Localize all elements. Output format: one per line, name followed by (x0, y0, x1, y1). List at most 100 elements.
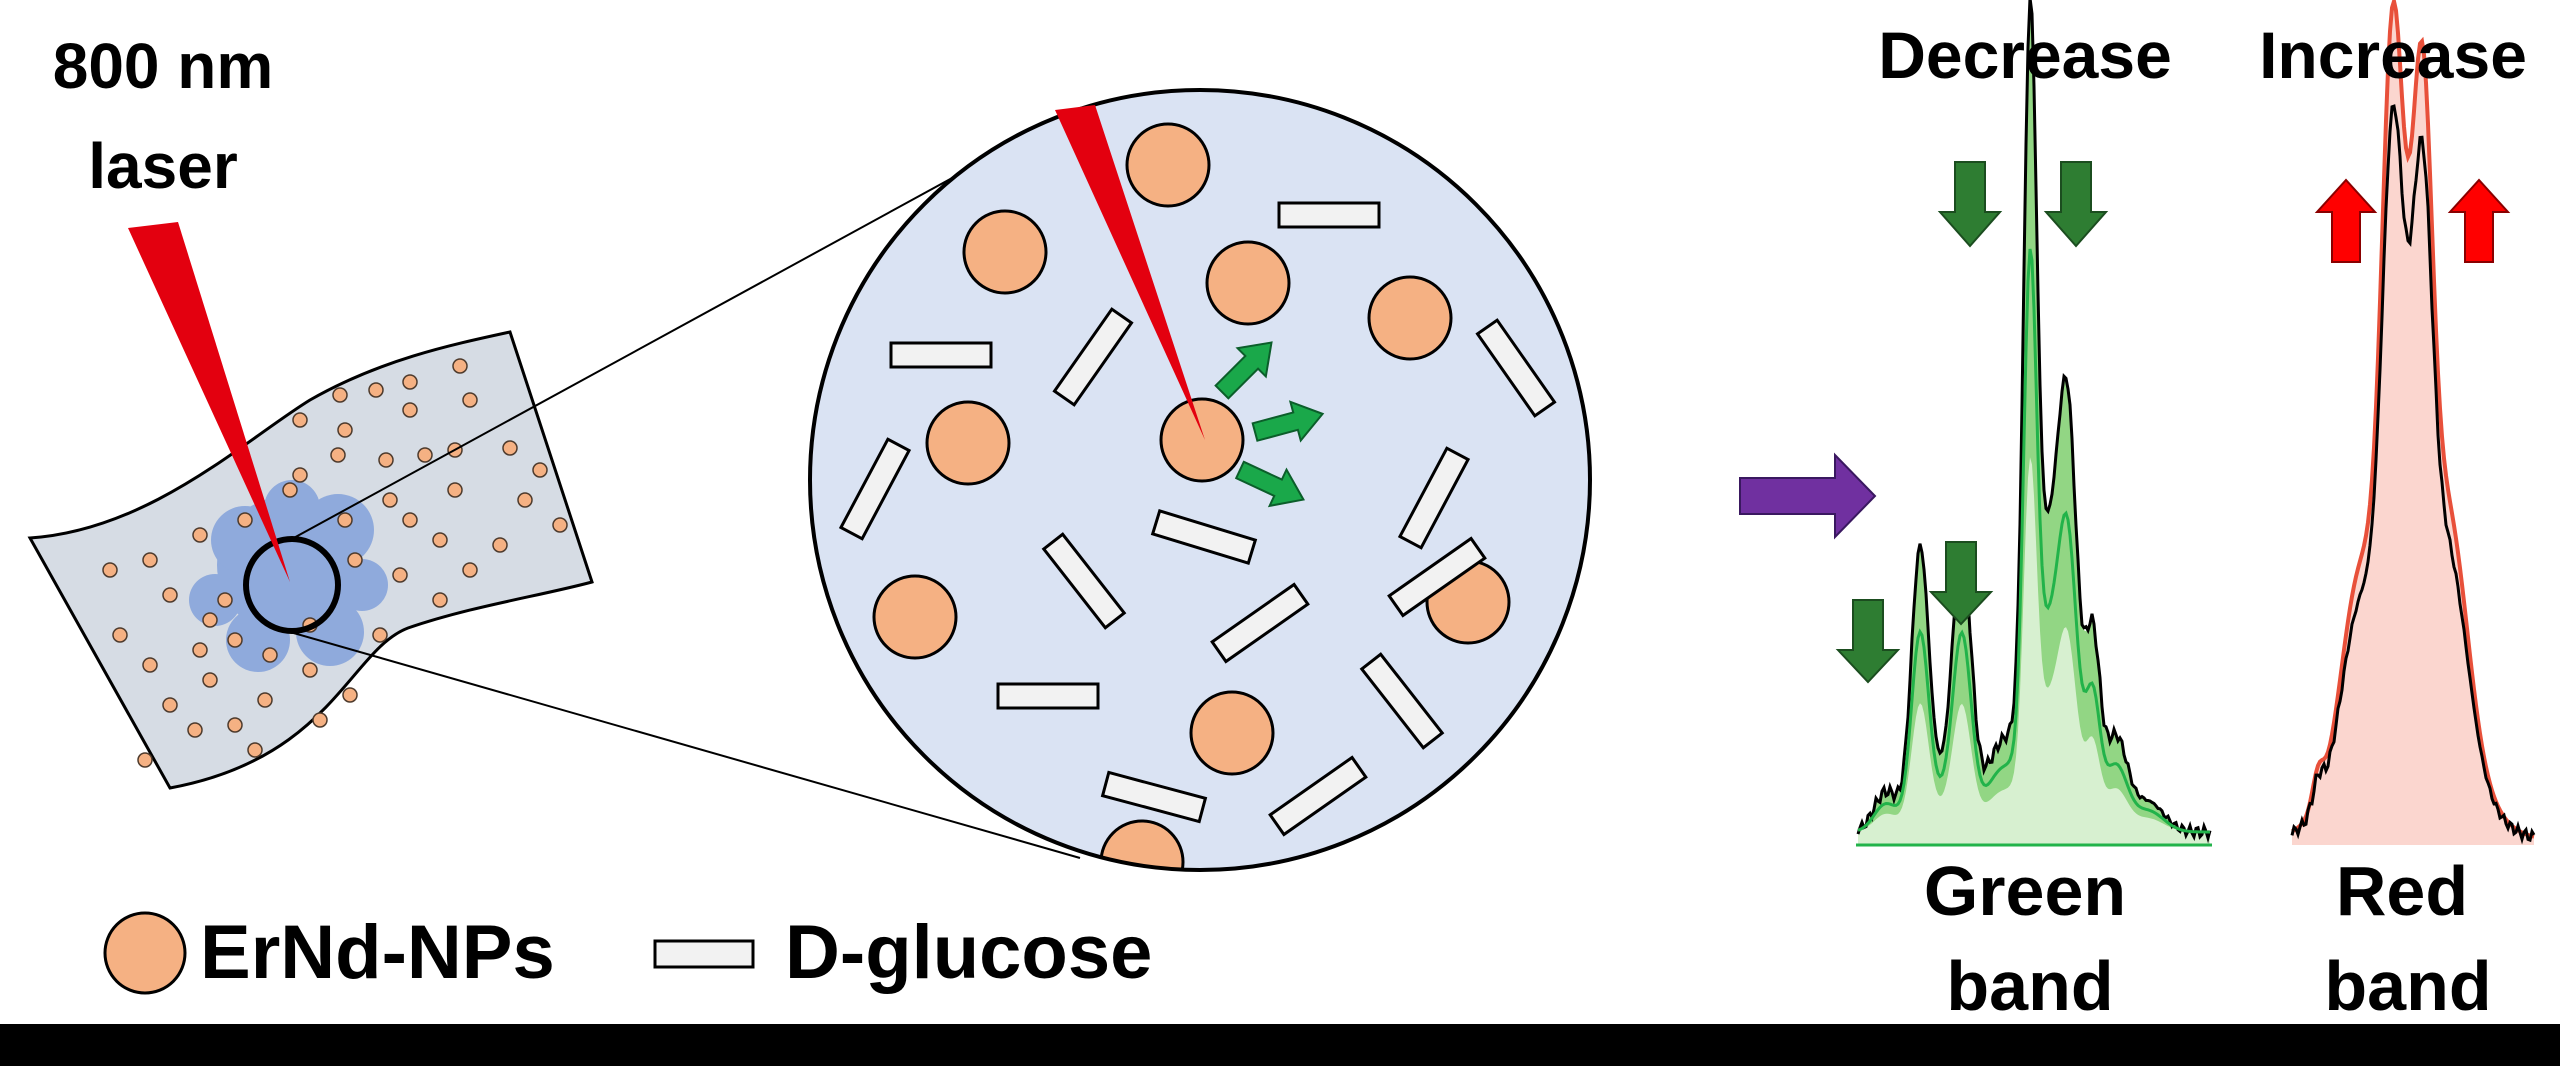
film-nanoparticle (192, 642, 208, 658)
film-nanoparticle (192, 527, 208, 543)
film-nanoparticle (247, 742, 263, 758)
film-nanoparticle (102, 562, 118, 578)
film-nanoparticle (187, 722, 203, 738)
zoom-line-top (289, 129, 1041, 541)
film-nanoparticle (202, 672, 218, 688)
film-nanoparticle (447, 482, 463, 498)
green-band-initial-curve (1856, 0, 2212, 844)
green-band-final-curve (1857, 248, 2210, 834)
zoom-nanoparticle (1159, 397, 1245, 483)
zoom-line-bottom (289, 631, 1081, 859)
film-nanoparticle (432, 592, 448, 608)
film-nanoparticle (302, 662, 318, 678)
film-nanoparticle (330, 447, 346, 463)
increase-arrows (2314, 178, 2511, 263)
zoom-glucose-molecule (1397, 446, 1471, 550)
zoom-nanoparticle (1125, 122, 1211, 208)
zoom-glucose-molecule (1387, 536, 1487, 618)
laser-beam (128, 222, 290, 582)
down-arrow-icon (1937, 161, 2003, 248)
zoom-glucose-molecule (1210, 582, 1310, 664)
legend-glucose-label: D-glucose (785, 910, 1152, 995)
green-band-label-line1: Green (1924, 852, 2126, 930)
down-arrow-icon (1835, 599, 1901, 684)
film-nanoparticle (452, 358, 468, 374)
red-band-label-line2: band (2324, 947, 2491, 1025)
zoom-glucose-molecule (1475, 318, 1557, 418)
film-nanoparticle (492, 537, 508, 553)
film-nanoparticle (347, 552, 363, 568)
film-nanoparticle (237, 512, 253, 528)
up-arrow-icon (2447, 178, 2511, 263)
film-nanoparticle (417, 447, 433, 463)
zoom-glucose-molecule (1041, 532, 1127, 630)
down-arrow-icon (2043, 161, 2109, 248)
zoom-nanoparticle (925, 400, 1011, 486)
film-nanoparticle (112, 627, 128, 643)
green-band-reduced-fill (1858, 457, 2210, 845)
red-band-label-line1: Red (2336, 852, 2468, 930)
zoom-glucose-molecule (1052, 307, 1134, 407)
film-nanoparticle (227, 717, 243, 733)
film-nanoparticle (337, 512, 353, 528)
red-band-spectrum (2290, 0, 2536, 846)
red-band-final-curve (2291, 0, 2535, 839)
film-nanoparticle (282, 482, 298, 498)
film-nanoparticle (257, 692, 273, 708)
emission-arrow-icon (1234, 460, 1306, 508)
legend-glucose-icon (653, 939, 755, 969)
emission-arrow-icon (1214, 341, 1273, 400)
bottom-bar (0, 1024, 2560, 1066)
zoom-glucose-molecule (1359, 652, 1445, 750)
laser-beam-zoomed (1055, 105, 1205, 440)
zoom-glucose-molecule (1100, 770, 1208, 824)
zoom-glucose-molecule (1277, 201, 1381, 229)
laser-label-line1: 800 nm (53, 30, 274, 102)
film-nanoparticle (162, 587, 178, 603)
film-nanoparticle (137, 752, 153, 768)
zoom-glucose-molecule (1150, 509, 1258, 565)
zoom-nanoparticle (962, 209, 1048, 295)
film-nanoparticle (142, 552, 158, 568)
film-nanoparticle (402, 512, 418, 528)
emission-arrow-icon (1251, 400, 1325, 443)
film-nanoparticle (292, 467, 308, 483)
film-nanoparticle (462, 392, 478, 408)
film-nanoparticle (342, 687, 358, 703)
green-band-label-line2: band (1946, 947, 2113, 1025)
zoom-glucose-molecule (889, 341, 993, 369)
red-band-initial-curve (2290, 104, 2536, 845)
film-nanoparticle (262, 647, 278, 663)
red-band-fill (2292, 1, 2534, 846)
zoom-glucose-molecule (996, 682, 1100, 710)
film-nanoparticle (432, 532, 448, 548)
film-nanoparticle (372, 627, 388, 643)
legend-nanoparticle-label: ErNd-NPs (200, 910, 555, 995)
zoom-glucose-molecules (838, 201, 1557, 837)
zoom-nanoparticle (1367, 275, 1453, 361)
emission-arrows (1214, 341, 1325, 508)
film-nanoparticle (517, 492, 533, 508)
green-band-spectrum (1856, 0, 2212, 847)
down-arrow-icon (1928, 541, 1994, 626)
film-nanoparticle (462, 562, 478, 578)
film-nanoparticle (292, 412, 308, 428)
film-nanoparticle (532, 462, 548, 478)
laser-label-line2: laser (88, 130, 237, 202)
zoom-nanoparticle (1189, 690, 1275, 776)
zoom-nanoparticles (872, 122, 1511, 870)
film-nanoparticle (337, 422, 353, 438)
zoom-glucose-molecule (838, 437, 912, 541)
zoom-glucose-molecule (1268, 755, 1368, 837)
film-nanoparticle (142, 657, 158, 673)
film-nanoparticle (217, 592, 233, 608)
red-spectrum-header: Increase (2259, 18, 2527, 92)
film-nanoparticle (202, 612, 218, 628)
film-nanoparticle (162, 697, 178, 713)
green-spectrum-header: Decrease (1878, 18, 2172, 92)
legend-nanoparticle-icon (103, 911, 187, 995)
film-nanoparticle (402, 402, 418, 418)
film-nanoparticle (382, 492, 398, 508)
